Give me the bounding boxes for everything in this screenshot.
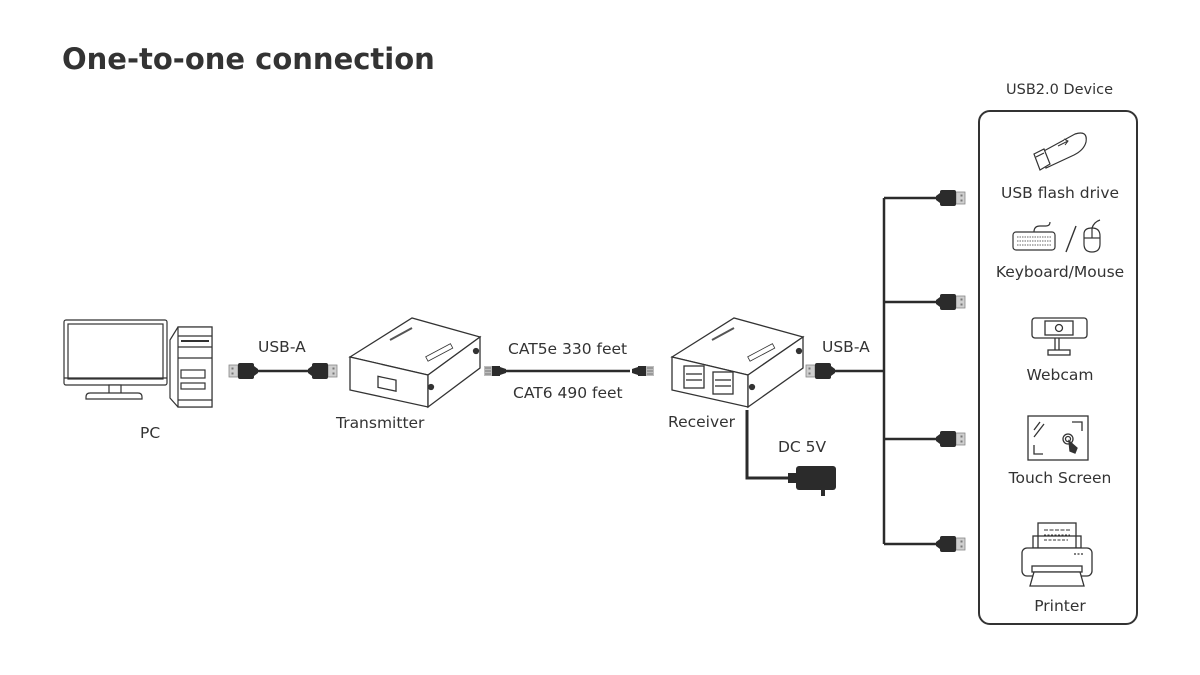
usb-a-cable-receiver-hub [805, 198, 886, 544]
device-label-usb-flash-drive: USB flash drive [1000, 184, 1120, 202]
device-label-keyboard-mouse: Keyboard/Mouse [995, 263, 1125, 281]
power-adapter-icon [745, 410, 836, 496]
usb-branch-1 [884, 190, 965, 206]
keyboard-mouse-icon [1012, 219, 1101, 253]
device-group-title: USB2.0 Device [1006, 82, 1114, 98]
usb-a-label-left: USB-A [258, 338, 306, 356]
usb-branch-2 [884, 294, 965, 310]
device-label-printer: Printer [1034, 597, 1086, 615]
usb-branch-3 [884, 431, 965, 447]
printer-icon [1021, 522, 1093, 587]
usb-flash-drive-icon [1033, 132, 1087, 171]
usb-a-cable-pc-transmitter [228, 362, 337, 380]
cat5e-label: CAT5e 330 feet [508, 340, 628, 358]
usb-a-label-right: USB-A [822, 338, 870, 356]
page-title: One-to-one connection [62, 42, 435, 76]
receiver-device-icon [670, 317, 805, 409]
dc-5v-label: DC 5V [778, 438, 827, 456]
pc-label: PC [140, 424, 161, 442]
device-label-webcam: Webcam [1026, 366, 1094, 384]
usb-device-group [978, 110, 1138, 625]
transmitter-device-icon [348, 317, 482, 409]
pc-icon [63, 319, 213, 408]
ethernet-cable [483, 365, 655, 377]
touch-screen-icon [1027, 415, 1089, 461]
webcam-icon [1031, 317, 1088, 356]
device-label-touch-screen: Touch Screen [1008, 469, 1112, 487]
usb-branch-4 [884, 536, 965, 552]
receiver-label: Receiver [668, 413, 736, 431]
transmitter-label: Transmitter [336, 414, 425, 432]
cat6-label: CAT6 490 feet [513, 384, 623, 402]
